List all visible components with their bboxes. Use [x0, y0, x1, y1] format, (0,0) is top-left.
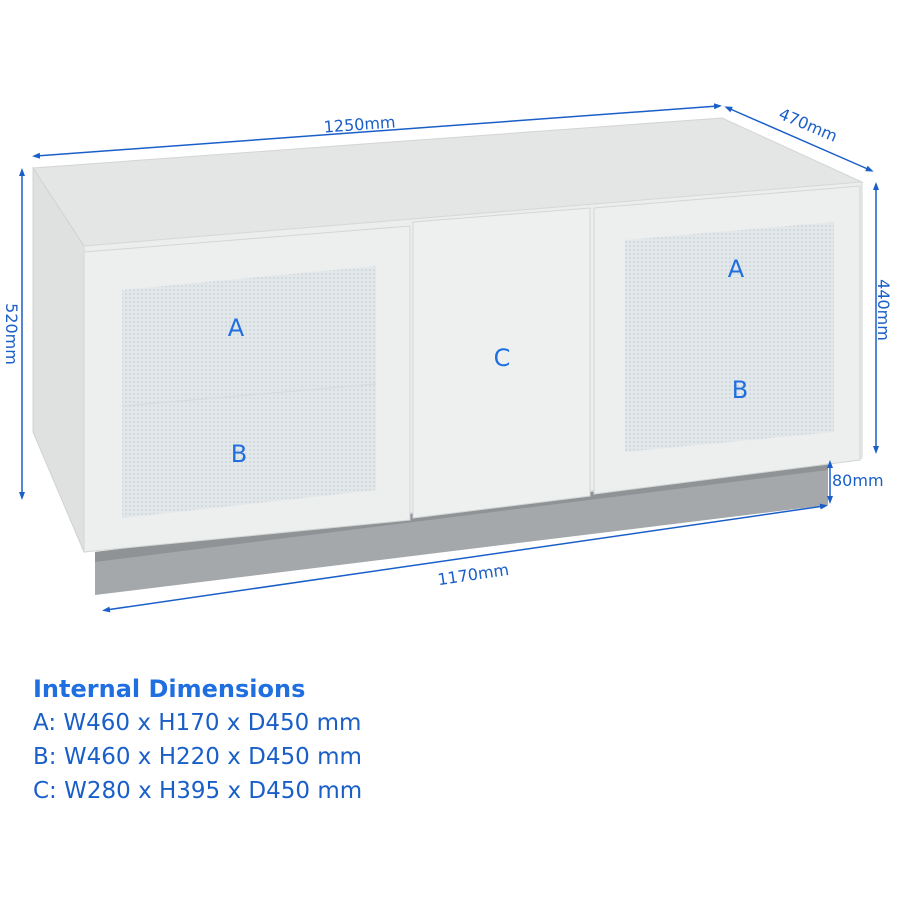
dim-line-width: [32, 103, 722, 159]
dim-line-depth: [724, 106, 874, 172]
dim-label-plinth: 80mm: [832, 471, 884, 490]
right-door-mesh: [625, 222, 834, 452]
compartment-label-right-top: A: [728, 255, 745, 283]
internal-row-c: C: W280 x H395 x D450 mm: [33, 778, 363, 804]
dim-label-depth: 470mm: [776, 104, 840, 146]
compartment-label-left-top: A: [228, 314, 245, 342]
left-door-mesh: [122, 266, 376, 518]
compartment-label-center: C: [494, 344, 511, 372]
internal-dimensions-title: Internal Dimensions: [33, 675, 306, 703]
dim-label-body-height: 440mm: [874, 279, 893, 341]
dim-label-base-width: 1170mm: [436, 560, 510, 589]
compartment-label-left-bottom: B: [231, 440, 247, 468]
internal-dimensions: Internal Dimensions A: W460 x H170 x D45…: [33, 672, 362, 808]
left-shelf-line: [121, 383, 377, 407]
dim-label-height: 520mm: [2, 303, 21, 365]
internal-row-a: A: W460 x H170 x D450 mm: [33, 710, 362, 736]
dim-line-base-width: [102, 503, 828, 613]
center-door: [412, 207, 591, 519]
internal-row-b: B: W460 x H220 x D450 mm: [33, 744, 362, 770]
dim-label-width: 1250mm: [323, 112, 396, 136]
compartment-label-right-bottom: B: [732, 376, 748, 404]
cabinet: [32, 117, 864, 595]
